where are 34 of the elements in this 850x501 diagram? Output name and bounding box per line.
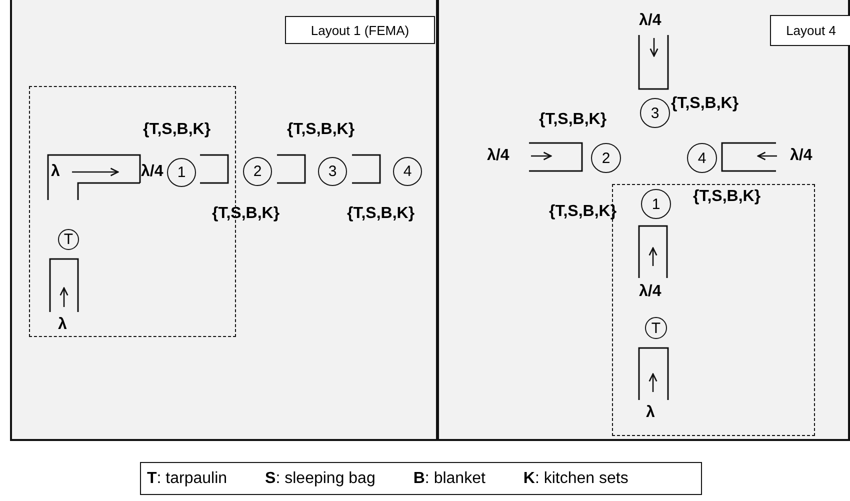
server-circle: T <box>58 229 79 250</box>
item-set-label: {T,S,B,K} <box>671 96 739 112</box>
item-set-label: {T,S,B,K} <box>212 206 280 222</box>
layout-title-box: Layout 4 <box>770 15 850 46</box>
layout-panel <box>437 0 850 441</box>
rate-label: λ/4 <box>639 13 662 29</box>
item-set-label: {T,S,B,K} <box>347 206 415 222</box>
item-set-label: {T,S,B,K} <box>539 112 607 128</box>
rate-label: λ/4 <box>790 148 812 164</box>
item-set-label: {T,S,B,K} <box>143 122 211 138</box>
item-set-label: {T,S,B,K} <box>549 204 617 220</box>
server-circle: 2 <box>243 157 272 186</box>
layout-panel <box>10 0 438 441</box>
rate-label: λ/4 <box>639 284 662 300</box>
item-set-label: {T,S,B,K} <box>287 122 355 138</box>
rate-label: λ <box>646 405 655 421</box>
server-circle: 3 <box>640 98 670 128</box>
server-circle: 1 <box>641 189 671 219</box>
server-circle: 3 <box>318 157 347 186</box>
legend-text: B: blanket <box>413 470 486 488</box>
server-circle: 4 <box>393 157 422 186</box>
item-set-label: {T,S,B,K} <box>693 189 761 205</box>
server-circle: 1 <box>167 158 196 187</box>
layout-title-box: Layout 1 (FEMA) <box>285 16 435 44</box>
legend-text: K: kitchen sets <box>523 470 628 488</box>
legend-text: S: sleeping bag <box>265 470 376 488</box>
server-circle: T <box>645 317 667 339</box>
server-circle: 2 <box>591 143 621 173</box>
rate-label: λ/4 <box>487 148 510 164</box>
rate-label: λ <box>51 164 60 180</box>
rate-label: λ/4 <box>141 164 164 180</box>
rate-label: λ <box>58 317 67 333</box>
server-circle: 4 <box>687 143 717 173</box>
legend-text: T: tarpaulin <box>147 470 228 488</box>
